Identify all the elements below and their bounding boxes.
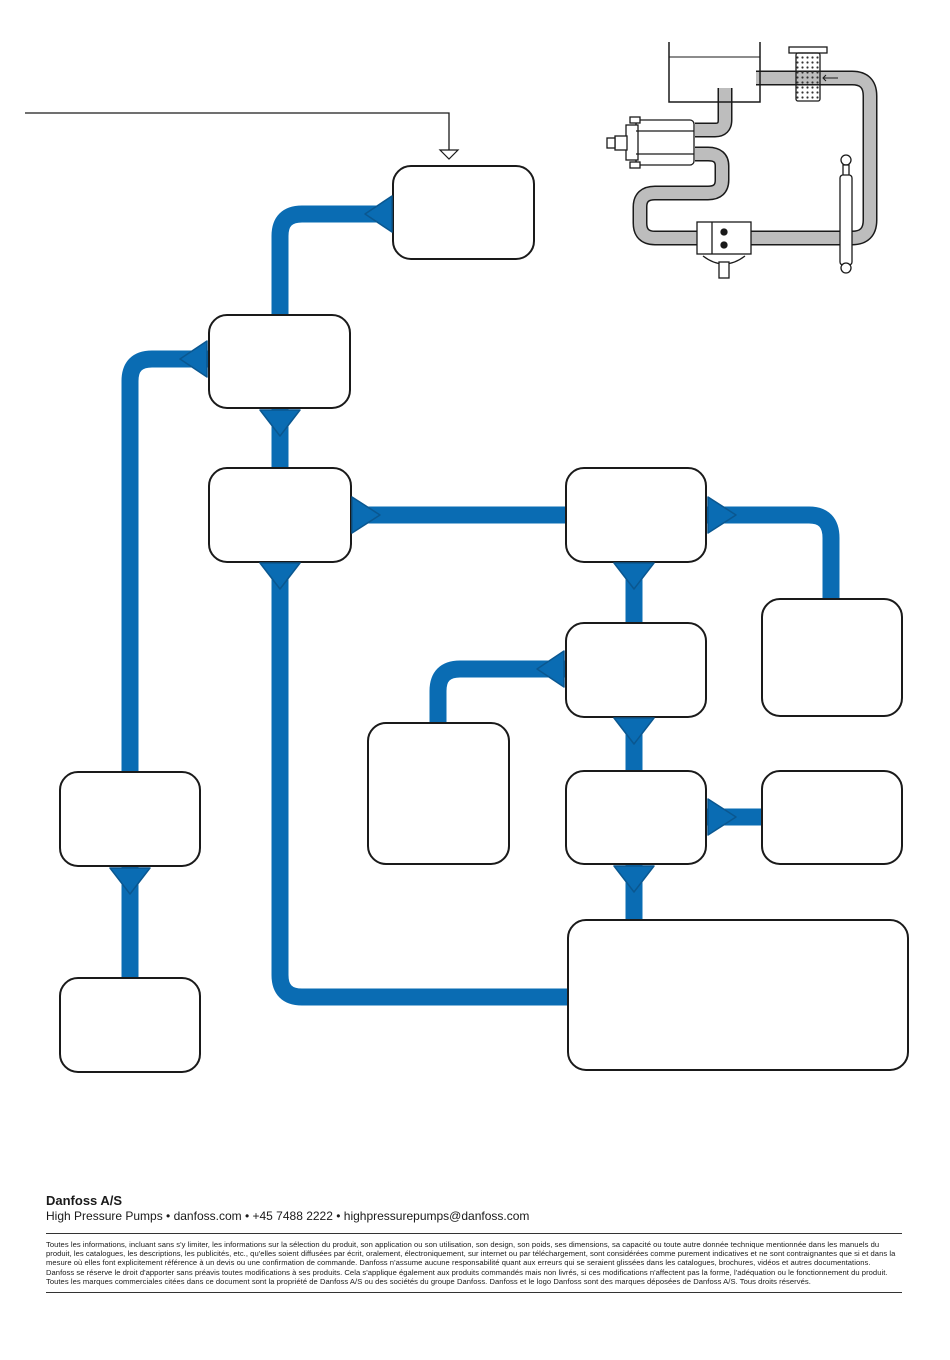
flow-arrow-icon	[536, 650, 565, 688]
pump-icon	[606, 116, 695, 169]
flow-box-3	[208, 467, 352, 563]
cylinder-icon	[839, 154, 853, 274]
flow-arrow-icon	[109, 867, 151, 895]
divider	[46, 1233, 902, 1234]
divider	[46, 1292, 902, 1294]
contact-line: High Pressure Pumps • danfoss.com • +45 …	[46, 1209, 530, 1223]
pipe-box3-to-box12	[271, 562, 568, 1006]
flow-arrow-icon	[613, 865, 655, 893]
flow-arrow-icon	[259, 562, 301, 590]
flow-box-9	[565, 770, 707, 865]
flow-box-10	[761, 770, 903, 865]
flow-arrow-icon	[613, 717, 655, 745]
disclaimer: Toutes les informations, incluant sans s…	[46, 1240, 902, 1286]
flow-diagram	[25, 42, 909, 1073]
flow-arrow-icon	[707, 496, 737, 534]
flow-box-1	[392, 165, 535, 260]
flow-box-12	[567, 919, 909, 1071]
motor-icon	[696, 221, 752, 279]
flow-box-8	[59, 771, 201, 867]
flow-arrow-icon	[259, 409, 301, 437]
hydraulic-schematic	[606, 42, 878, 279]
flow-arrow-icon	[364, 195, 393, 233]
tank-icon	[668, 42, 761, 103]
pipe-box2-to-box1	[271, 205, 392, 315]
footer: Danfoss A/S High Pressure Pumps • danfos…	[46, 1193, 902, 1294]
flow-boxes	[59, 165, 909, 1073]
pipe-box5-to-box4	[706, 506, 840, 599]
flow-box-2	[208, 314, 351, 409]
schematic-pipes	[632, 70, 878, 246]
pipe-box6-to-box7	[429, 660, 566, 723]
flow-box-11	[59, 977, 201, 1073]
flow-arrow-icon	[613, 562, 655, 590]
filter-icon	[788, 46, 828, 102]
flow-arrow-icon	[179, 340, 208, 378]
flow-box-4	[565, 467, 707, 563]
flow-arrow-icon	[707, 798, 737, 836]
disclaimer-paragraph: Danfoss se réserve le droit d'apporter s…	[46, 1267, 888, 1277]
pipe-box8-to-box2	[121, 350, 209, 772]
flow-arrow-icon	[351, 496, 381, 534]
flow-box-5	[761, 598, 903, 717]
pointer-arrow-icon	[25, 112, 460, 160]
disclaimer-paragraph: Toutes les informations, incluant sans s…	[46, 1240, 896, 1268]
flow-box-6	[565, 622, 707, 718]
flow-box-7	[367, 722, 510, 865]
disclaimer-paragraph: Toutes les marques commerciales citées d…	[46, 1276, 811, 1286]
company-name: Danfoss A/S	[46, 1193, 123, 1208]
flow-arrows	[109, 195, 737, 895]
